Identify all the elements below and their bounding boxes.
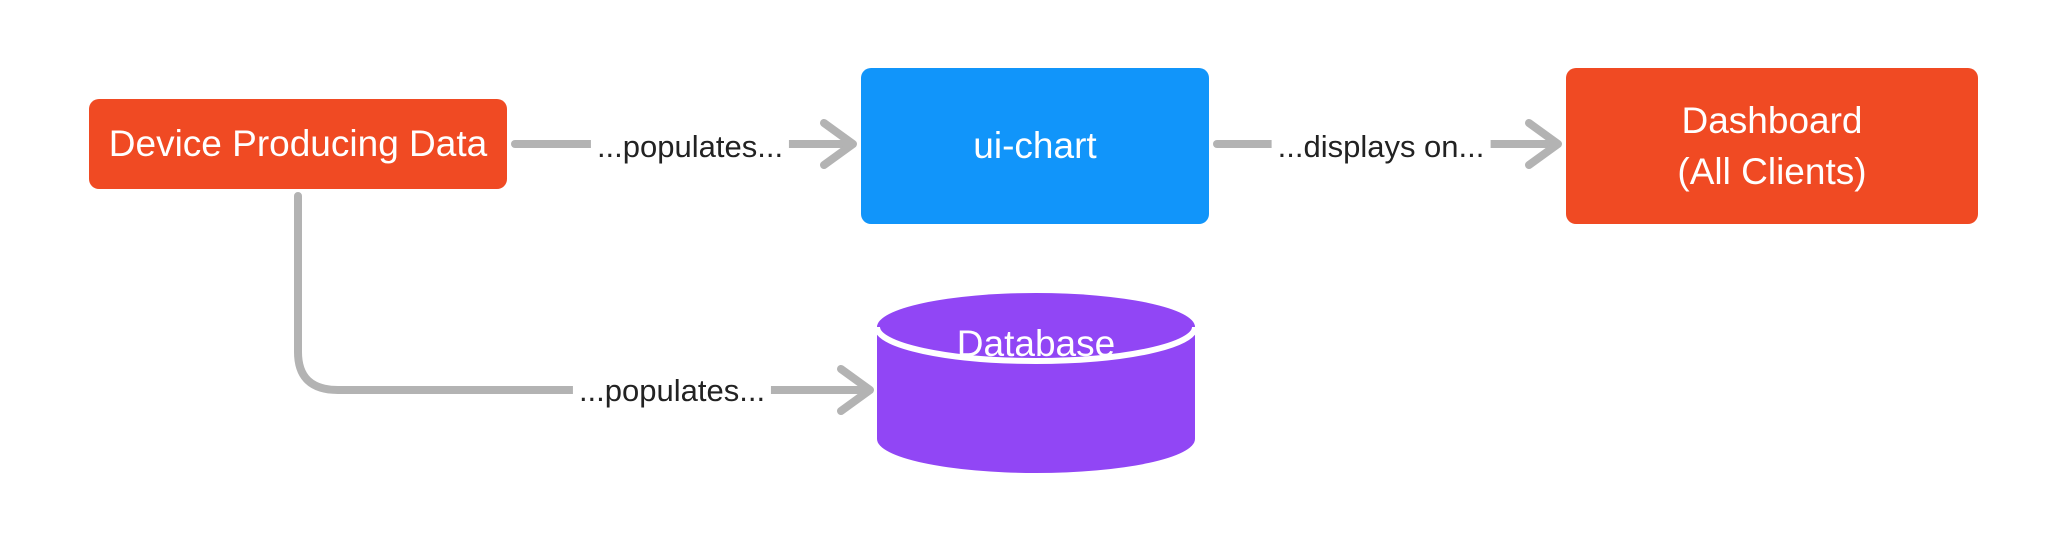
edge-label-uichart-to-dashboard: ...displays on... [1271,129,1491,165]
node-ui-chart-label: ui-chart [973,125,1097,167]
edge-line-device-to-database [294,192,584,394]
edge-label-device-to-uichart: ...populates... [590,129,790,165]
node-database[interactable]: Database [877,293,1195,473]
arrowhead-uichart-to-dashboard [1525,119,1562,169]
database-cylinder-icon [877,293,1195,473]
edge-label-device-to-database: ...populates... [572,373,772,409]
edge-device-to-database [294,192,874,415]
node-device-producing-data[interactable]: Device Producing Data [89,99,507,189]
node-ui-chart[interactable]: ui-chart [861,68,1209,224]
node-dashboard-label-line1: Dashboard [1681,99,1863,141]
node-device-label: Device Producing Data [108,123,488,165]
arrowhead-device-to-uichart [820,119,857,169]
node-dashboard-label-line2: (All Clients) [1677,151,1867,192]
arrowhead-device-to-database [837,365,874,415]
node-dashboard[interactable]: Dashboard (All Clients) [1566,68,1978,224]
